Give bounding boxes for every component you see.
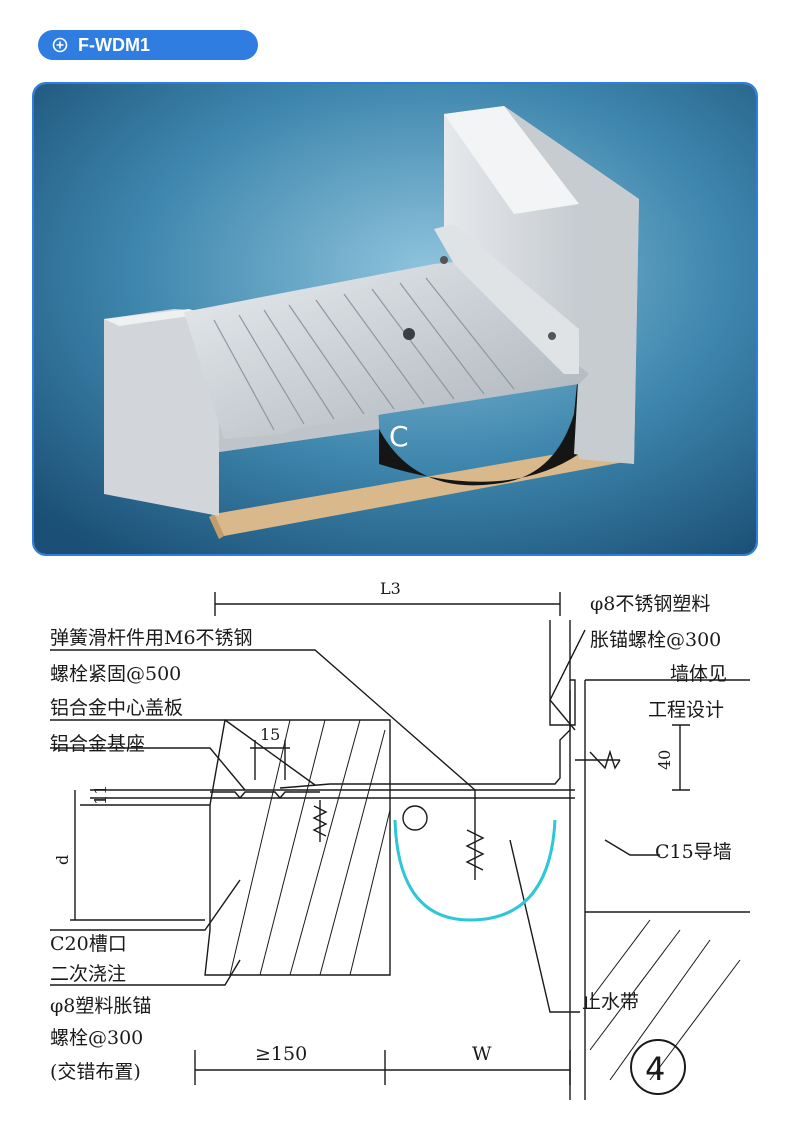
label-plastic-1: φ8塑料胀锚: [50, 995, 151, 1017]
plus-circle-icon: [52, 37, 68, 53]
dim-top: L3: [380, 580, 401, 598]
dim-w: W: [472, 1043, 492, 1065]
label-waterstop: 止水带: [582, 991, 639, 1013]
dim-15: 15: [260, 725, 280, 744]
label-slide-bolt-1: 弹簧滑杆件用M6不锈钢: [50, 627, 253, 649]
label-anchor-1: φ8不锈钢塑料: [590, 593, 710, 615]
label-groove-2: 二次浇注: [50, 963, 126, 985]
dim-150: ≥150: [255, 1043, 307, 1065]
technical-drawing: 弹簧滑杆件用M6不锈钢 螺栓紧固@500 铝合金中心盖板 铝合金基座 φ8不锈钢…: [30, 579, 760, 1105]
label-base: 铝合金基座: [50, 733, 145, 755]
dim-11: 11: [91, 785, 110, 805]
label-wall-2: 工程设计: [648, 699, 724, 721]
label-guide-wall: C15导墙: [655, 841, 732, 863]
photo-letter: C: [389, 420, 409, 453]
product-photo: C: [32, 82, 758, 556]
label-anchor-2: 胀锚螺栓@300: [590, 629, 721, 651]
label-slide-bolt-2: 螺栓紧固@500: [50, 663, 181, 685]
label-wall-1: 墙体见: [670, 663, 727, 685]
product-code-badge: F-WDM1: [38, 30, 258, 60]
label-plastic-2: 螺栓@300: [50, 1027, 143, 1049]
figure-number: 4: [645, 1050, 665, 1088]
label-groove-1: C20槽口: [50, 933, 127, 955]
label-plastic-3: (交错布置): [50, 1061, 141, 1083]
dim-d: d: [53, 855, 72, 865]
product-code-label: F-WDM1: [78, 34, 150, 55]
label-cover-plate: 铝合金中心盖板: [50, 697, 183, 719]
dim-40: 40: [655, 750, 674, 770]
